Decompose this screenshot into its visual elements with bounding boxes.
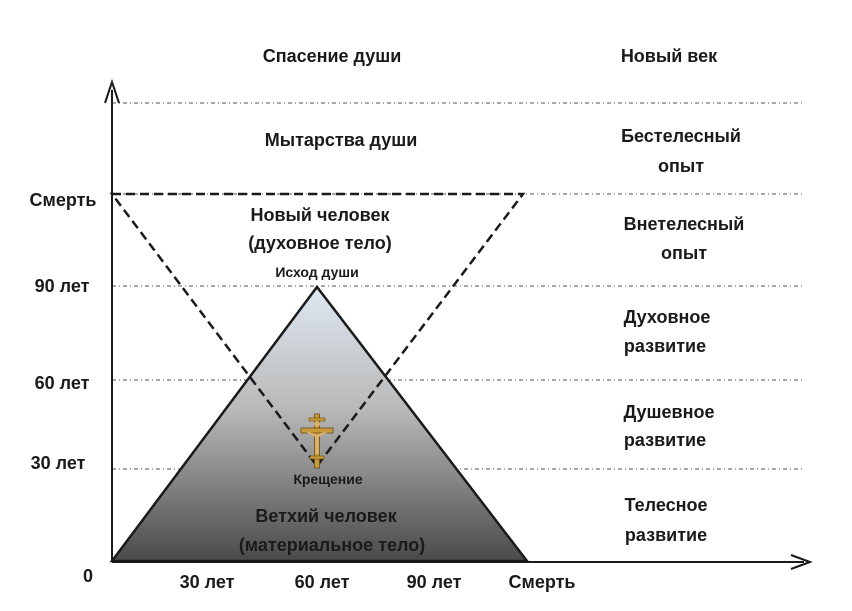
header-new-age: Новый век	[621, 46, 718, 66]
label-soul-development: Душевное	[623, 402, 714, 422]
x-label-origin: 0	[83, 566, 93, 586]
y-axis-arrow	[104, 78, 120, 104]
y-label-90: 90 лет	[35, 276, 90, 296]
crucifix-icon	[300, 413, 334, 469]
label-spiritual-development: Духовное	[624, 307, 711, 327]
label-bodiless-experience-2: опыт	[658, 156, 704, 176]
x-axis-arrow	[790, 554, 813, 570]
label-old-man: Ветхий человек	[255, 506, 397, 526]
label-new-man: Новый человек	[251, 205, 391, 225]
label-soul-development-2: развитие	[624, 430, 706, 450]
label-extrabody-experience: Внетелесный	[624, 214, 745, 234]
label-spiritual-development-2: развитие	[624, 336, 706, 356]
spiritual-triangle	[109, 192, 526, 469]
label-bodiless-experience: Бестелесный	[621, 126, 741, 146]
label-material-body: (материальное тело)	[239, 535, 425, 555]
x-label-90: 90 лет	[407, 572, 462, 592]
label-bodily-development-2: развитие	[625, 525, 707, 545]
label-spiritual-body: (духовное тело)	[248, 233, 391, 253]
label-bodily-development: Телесное	[625, 495, 708, 515]
label-extrabody-experience-2: опыт	[661, 243, 707, 263]
x-label-30: 30 лет	[180, 572, 235, 592]
x-label-60: 60 лет	[295, 572, 350, 592]
y-label-30: 30 лет	[31, 453, 86, 473]
label-exodus: Исход души	[275, 264, 358, 280]
y-label-death: Смерть	[30, 190, 97, 210]
label-ordeals: Мытарства души	[265, 130, 418, 150]
x-label-death: Смерть	[509, 572, 576, 592]
y-label-60: 60 лет	[35, 373, 90, 393]
header-soul-salvation: Спасение души	[263, 46, 402, 66]
label-baptism: Крещение	[293, 471, 363, 487]
